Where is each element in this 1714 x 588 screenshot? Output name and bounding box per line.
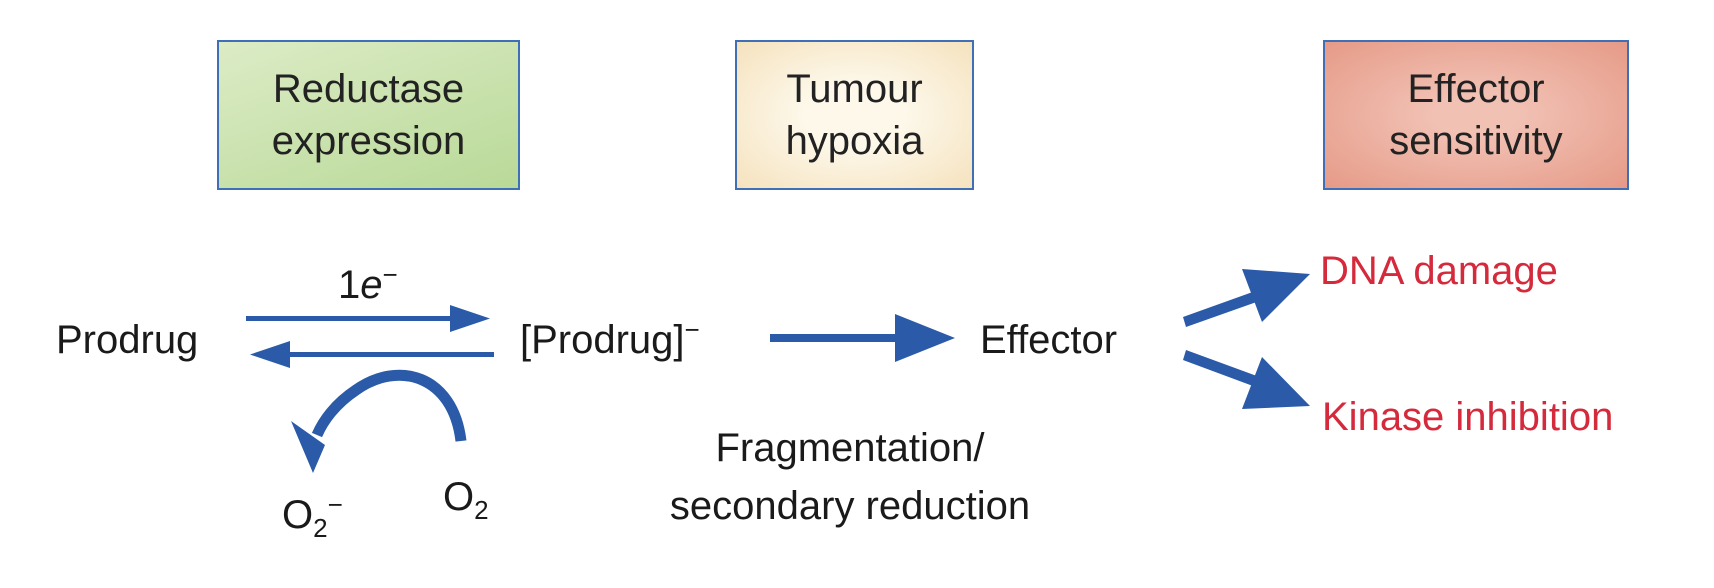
prodrug-radical-text: [Prodrug] xyxy=(520,318,685,362)
tumour-hypoxia-box: Tumour hypoxia xyxy=(735,40,974,190)
oxygen-symbol: O xyxy=(443,475,475,519)
diagonal-arrow-icon xyxy=(1183,269,1310,327)
tumour-hypoxia-label: Tumour hypoxia xyxy=(786,63,924,167)
box-label-line: Reductase xyxy=(272,67,465,111)
curved-arrow-icon xyxy=(291,369,467,473)
prodrug-radical-label: [Prodrug]− xyxy=(520,317,700,363)
superoxide-charge: − xyxy=(327,489,343,520)
electron-charge: − xyxy=(382,259,398,290)
box-label-line: Tumour xyxy=(786,67,923,111)
dna-damage-label: DNA damage xyxy=(1320,249,1558,293)
box-label-line: expression xyxy=(271,119,466,163)
box-label-line: hypoxia xyxy=(785,119,924,163)
oxygen-label: O2 xyxy=(443,474,489,523)
left-arrow-icon xyxy=(250,341,494,368)
superoxide-label: O2− xyxy=(282,489,343,541)
effector-label: Effector xyxy=(980,318,1118,362)
oxygen-subscript: 2 xyxy=(474,495,489,525)
kinase-inhibition-label: Kinase inhibition xyxy=(1322,395,1614,439)
radical-charge: − xyxy=(684,314,700,345)
diagonal-arrow-icon xyxy=(1183,350,1310,409)
box-label-line: Effector xyxy=(1407,67,1545,111)
superoxide-subscript: 2 xyxy=(313,513,328,543)
box-label-line: sensitivity xyxy=(1389,119,1563,163)
electron-label: 1e− xyxy=(338,262,398,308)
right-arrow-icon xyxy=(246,305,490,332)
effector-sensitivity-box: Effector sensitivity xyxy=(1323,40,1629,190)
electron-count: 1 xyxy=(338,263,361,307)
reductase-expression-label: Reductase expression xyxy=(272,63,465,167)
right-arrow-icon xyxy=(770,314,955,362)
effector-sensitivity-label: Effector sensitivity xyxy=(1389,63,1562,167)
fragmentation-label: Fragmentation/ secondary reduction xyxy=(640,425,1060,529)
reductase-expression-box: Reductase expression xyxy=(217,40,520,190)
prodrug-label: Prodrug xyxy=(56,318,199,362)
fragmentation-line: secondary reduction xyxy=(669,484,1031,528)
superoxide-symbol: O xyxy=(282,493,314,537)
fragmentation-line: Fragmentation/ xyxy=(715,426,985,470)
electron-symbol: e xyxy=(360,263,383,307)
